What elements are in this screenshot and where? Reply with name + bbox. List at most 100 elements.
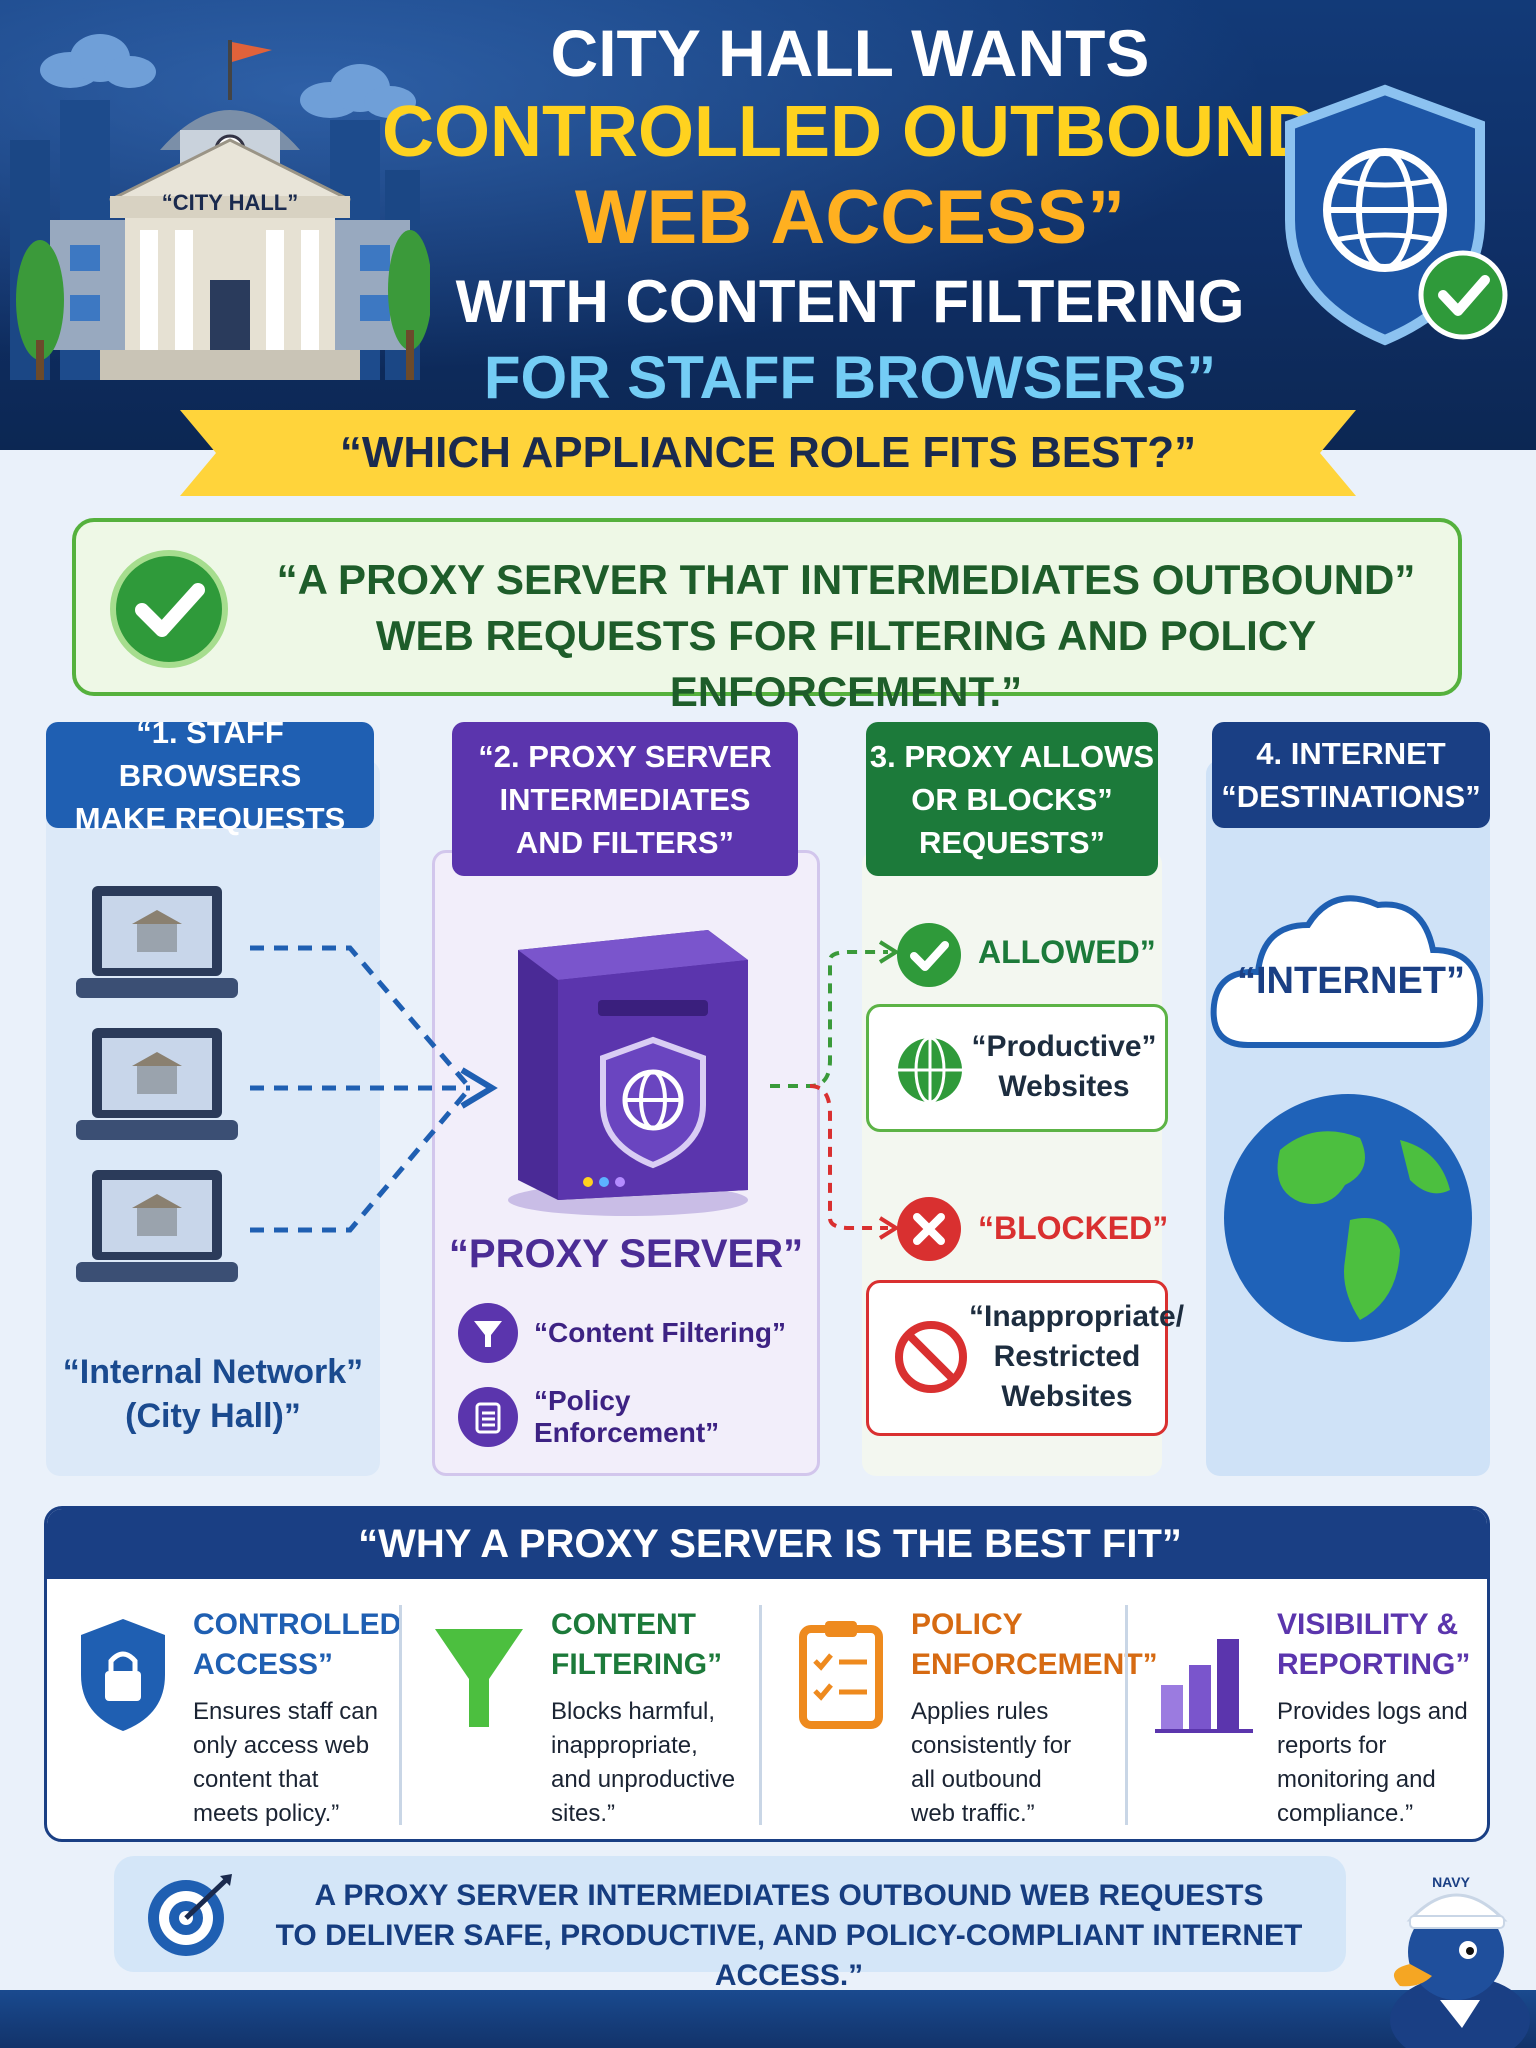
title-line-1: CITY HALL WANTS — [550, 16, 1150, 90]
restricted-websites-box: “Inappropriate/ Restricted Websites — [866, 1280, 1185, 1436]
step-3-line-3: REQUESTS” — [918, 824, 1106, 860]
cloud-icon — [300, 64, 416, 118]
desc-line-4: meets policy.” — [193, 1800, 340, 1827]
productive-line-2: Websites — [998, 1070, 1130, 1103]
desc-line-1: Applies rules — [911, 1698, 1049, 1725]
title-line-4: WITH CONTENT FILTERING — [455, 268, 1245, 335]
building-sign: “CITY HALL” — [161, 190, 299, 215]
summary-text: A PROXY SERVER INTERMEDIATES OUTBOUND WE… — [244, 1876, 1334, 1996]
step-1-line-2: MAKE REQUESTS — [74, 800, 346, 836]
divider — [759, 1605, 762, 1825]
step-4-line-1: 4. INTERNET — [1256, 736, 1446, 771]
title-part-1: VISIBILITY & — [1277, 1608, 1459, 1641]
decision-arrows — [770, 940, 900, 1240]
proxy-server-title: “PROXY SERVER” — [448, 1232, 804, 1276]
why-item-desc: Applies rules consistently for all outboun… — [911, 1695, 1131, 1831]
productive-line-1: “Productive” — [971, 1030, 1157, 1063]
clipboard-glyph — [475, 1402, 501, 1434]
productive-websites-box: “Productive” Websites — [866, 1004, 1168, 1132]
allowed-status: ALLOWED” — [978, 934, 1156, 970]
checkmark — [135, 583, 205, 637]
step-2-line-2: INTERMEDIATES — [499, 781, 751, 817]
why-section: “WHY A PROXY SERVER IS THE BEST FIT” CON… — [44, 1506, 1490, 1842]
desc-line-4: web traffic.” — [911, 1800, 1035, 1827]
blocked-status: “BLOCKED” — [978, 1210, 1169, 1246]
desc-line-1: Provides logs and — [1277, 1698, 1468, 1725]
content-filtering-feature: “Content Filtering” — [458, 1302, 818, 1364]
title-line-5: FOR STAFF BROWSERS” — [483, 344, 1217, 411]
clipboard-icon — [458, 1387, 518, 1447]
blocked-x-icon — [897, 1197, 961, 1261]
answer-line-2: WEB REQUESTS FOR FILTERING AND POLICY EN… — [375, 612, 1317, 715]
summary-footer: A PROXY SERVER INTERMEDIATES OUTBOUND WE… — [114, 1856, 1346, 1992]
shield-globe-icon — [1285, 84, 1508, 346]
desc-line-3: monitoring and — [1277, 1766, 1436, 1793]
desc-line-2: inappropriate, — [551, 1732, 698, 1759]
step-2-line-1: “2. PROXY SERVER — [478, 738, 772, 774]
prohibited-icon — [895, 1321, 967, 1393]
request-arrows — [250, 945, 498, 1233]
desc-line-1: Blocks harmful, — [551, 1698, 716, 1725]
divider — [1125, 1605, 1128, 1825]
productive-text: “Productive” Websites — [969, 1027, 1159, 1107]
step-1-line-1: “1. STAFF BROWSERS — [118, 714, 302, 793]
network-line-1: “Internal Network” — [62, 1353, 364, 1391]
feature-label: “Content Filtering” — [534, 1317, 786, 1348]
cloud-icon — [40, 34, 156, 88]
network-line-2: (City Hall)” — [125, 1397, 301, 1435]
feature-label: “Policy Enforcement” — [534, 1385, 720, 1448]
step-3-line-2: OR BLOCKS” — [911, 781, 1113, 817]
funnel-icon — [435, 1629, 523, 1727]
desc-line-2: only access web — [193, 1732, 370, 1759]
step-4-line-2: “DESTINATIONS” — [1221, 779, 1481, 814]
title-part-2: FILTERING” — [551, 1648, 723, 1681]
bottom-strip — [0, 1990, 1536, 2048]
desc-line-1: Ensures staff can — [193, 1698, 378, 1725]
restricted-text: “Inappropriate/ Restricted Websites — [969, 1297, 1185, 1417]
checklist-icon — [799, 1621, 883, 1729]
why-title: “WHY A PROXY SERVER IS THE BEST FIT” — [47, 1509, 1487, 1579]
desc-line-2: consistently for — [911, 1732, 1072, 1759]
laptop-icon — [76, 886, 238, 998]
banner-ribbon — [180, 410, 1356, 496]
restricted-line-3: Websites — [1001, 1380, 1133, 1413]
mascot-hat-label: NAVY — [1432, 1874, 1470, 1890]
summary-line-1: A PROXY SERVER INTERMEDIATES OUTBOUND WE… — [314, 1879, 1264, 1912]
answer-line-1: “A PROXY SERVER THAT INTERMEDIATES OUTBO… — [276, 556, 1416, 603]
check-icon — [110, 550, 228, 668]
funnel-icon — [458, 1303, 518, 1363]
city-hall-building-icon — [16, 40, 430, 380]
restricted-line-2: Restricted — [993, 1340, 1141, 1373]
desc-line-3: all outbound — [911, 1766, 1042, 1793]
why-item-title: VISIBILITY &REPORTING” — [1277, 1605, 1487, 1685]
title-part-2: ACCESS” — [193, 1648, 334, 1681]
laptop-icon — [76, 1170, 238, 1282]
page-title: CITY HALL WANTS CONTROLLED OUTBOUND WEB … — [380, 20, 1320, 418]
question-text: “WHICH APPLIANCE ROLE FITS BEST?” — [339, 428, 1197, 477]
why-item-desc: Blocks harmful, inappropriate, and unprodu… — [551, 1695, 771, 1831]
title-part-2: ENFORCEMENT” — [911, 1648, 1158, 1681]
divider — [399, 1605, 402, 1825]
internet-cloud-icon — [1210, 895, 1484, 1048]
restricted-line-1: “Inappropriate/ — [969, 1300, 1185, 1333]
bar-chart-icon — [1155, 1639, 1253, 1733]
step-4-header: 4. INTERNET “DESTINATIONS” — [1212, 722, 1490, 828]
funnel-glyph — [474, 1321, 502, 1347]
allowed-check-icon — [897, 923, 961, 987]
desc-line-3: and unproductive — [551, 1766, 736, 1793]
why-item-visibility-reporting: VISIBILITY &REPORTING” Provides logs and… — [1145, 1595, 1487, 1835]
desc-line-4: sites.” — [551, 1800, 616, 1827]
globe-icon — [898, 1036, 962, 1104]
question-banner: “WHICH APPLIANCE ROLE FITS BEST?” — [180, 410, 1356, 496]
title-line-3: WEB ACCESS” — [574, 175, 1126, 260]
title-line-2: CONTROLLED OUTBOUND — [382, 92, 1318, 172]
answer-text: “A PROXY SERVER THAT INTERMEDIATES OUTBO… — [236, 552, 1456, 720]
